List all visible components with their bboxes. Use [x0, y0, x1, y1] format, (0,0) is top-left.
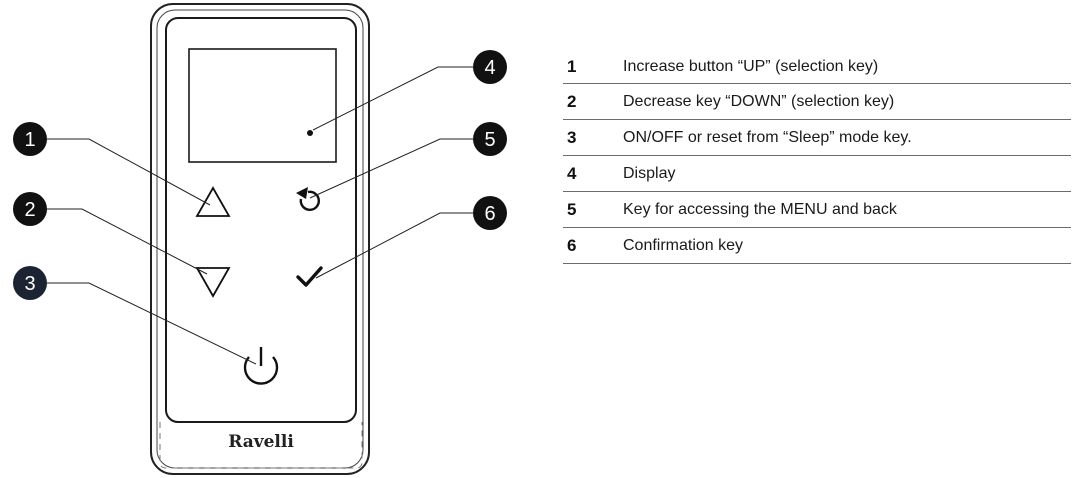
down-key[interactable] — [195, 267, 231, 298]
callout-6: 6 — [473, 196, 507, 230]
leader-line-3 — [47, 282, 257, 365]
leader-line-4 — [312, 66, 473, 131]
display-screen — [188, 48, 337, 163]
checkmark-icon — [296, 266, 323, 287]
legend-description: Decrease key “DOWN” (selection key) — [623, 92, 895, 110]
legend-table: 1 Increase button “UP” (selection key) 2… — [563, 50, 1071, 264]
confirm-key[interactable] — [296, 266, 323, 287]
menu-back-key[interactable] — [296, 187, 320, 211]
brand-logo: Ravelli — [228, 432, 294, 452]
legend-row-1: 1 Increase button “UP” (selection key) — [563, 50, 1071, 84]
legend-number: 6 — [567, 235, 577, 255]
legend-row-2: 2 Decrease key “DOWN” (selection key) — [563, 84, 1071, 120]
legend-description: ON/OFF or reset from “Sleep” mode key. — [623, 128, 912, 146]
legend-number: 5 — [567, 199, 577, 219]
leader-line-1 — [47, 138, 211, 206]
legend-description: Key for accessing the MENU and back — [623, 200, 897, 218]
legend-number: 1 — [567, 56, 577, 76]
legend-description: Display — [623, 164, 676, 182]
triangle-down-icon — [195, 267, 231, 298]
callout-4: 4 — [473, 50, 507, 84]
leader-lines — [47, 66, 473, 365]
power-key[interactable] — [243, 347, 279, 385]
svg-text:6: 6 — [484, 203, 495, 225]
legend-description: Increase button “UP” (selection key) — [623, 57, 879, 75]
legend-row-6: 6 Confirmation key — [563, 228, 1071, 264]
leader-line-5 — [309, 138, 473, 199]
callout-5: 5 — [473, 122, 507, 156]
leader-line-2 — [47, 208, 208, 275]
legend-description: Confirmation key — [623, 236, 744, 254]
svg-text:4: 4 — [484, 57, 495, 79]
legend-number: 3 — [567, 127, 577, 147]
legend-row-5: 5 Key for accessing the MENU and back — [563, 192, 1071, 228]
legend-row-4: 4 Display — [563, 156, 1071, 192]
legend-row-3: 3 ON/OFF or reset from “Sleep” mode key. — [563, 120, 1071, 156]
callout-2: 2 — [13, 192, 47, 226]
svg-text:1: 1 — [24, 129, 35, 151]
back-arrow-icon — [296, 187, 320, 211]
leader-line-6 — [315, 212, 473, 279]
callout-3: 3 — [13, 266, 47, 300]
svg-text:3: 3 — [24, 273, 35, 295]
display-marker-dot — [307, 130, 313, 136]
svg-text:2: 2 — [24, 199, 35, 221]
legend-number: 4 — [567, 163, 577, 183]
callout-1: 1 — [13, 122, 47, 156]
legend-number: 2 — [567, 91, 577, 111]
svg-text:5: 5 — [484, 129, 495, 151]
remote-control-diagram: Ravelli 1 2 3 4 5 6 — [13, 3, 507, 475]
power-icon — [243, 347, 279, 385]
